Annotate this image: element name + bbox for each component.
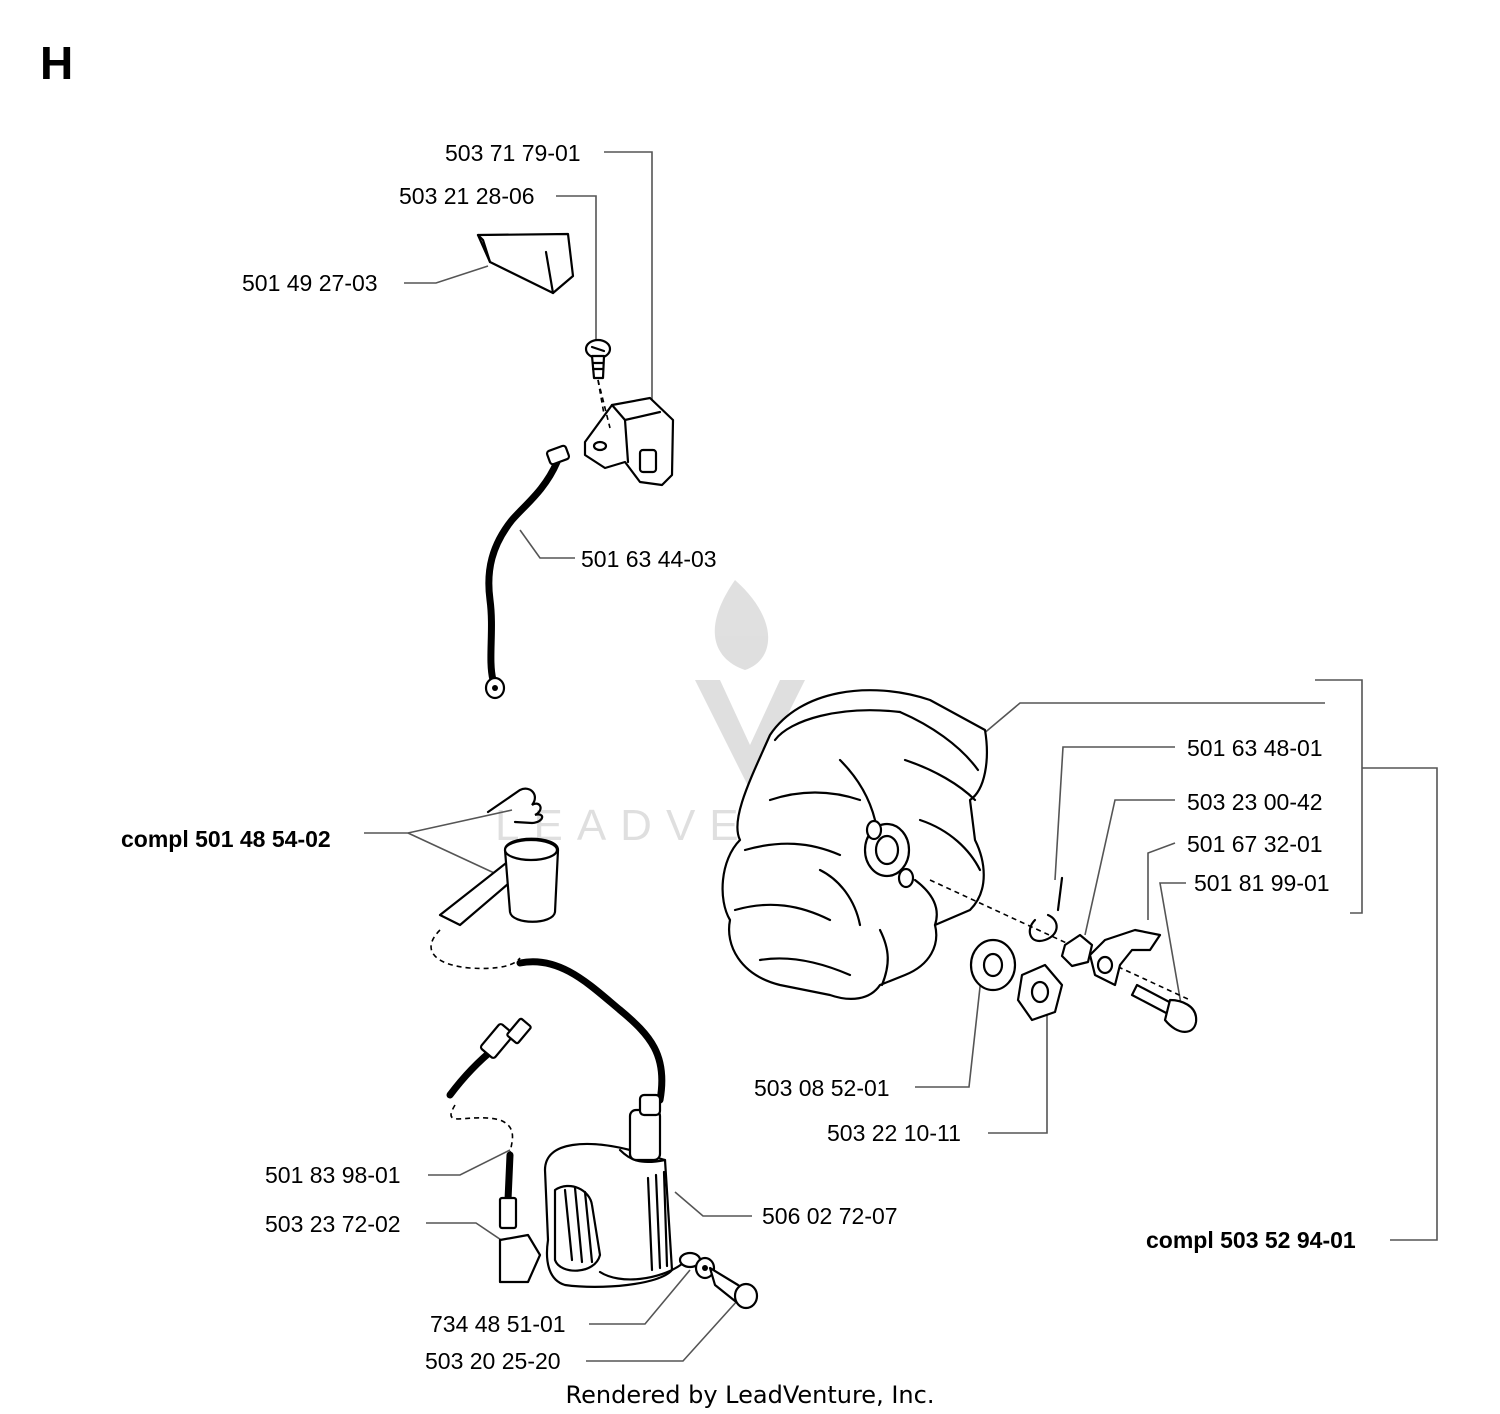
ignition-lead-part xyxy=(446,958,666,1284)
part-label-503-71-79-01[interactable]: 503 71 79-01 xyxy=(445,140,581,166)
part-label-501-49-27-03[interactable]: 501 49 27-03 xyxy=(242,270,378,296)
part-label-734-48-51-01[interactable]: 734 48 51-01 xyxy=(430,1311,566,1337)
cover-plate-part xyxy=(476,232,575,295)
flywheel-hardware xyxy=(929,876,1198,1033)
part-label-501-63-44-03[interactable]: 501 63 44-03 xyxy=(581,546,717,572)
part-label-503-08-52-01[interactable]: 503 08 52-01 xyxy=(754,1075,890,1101)
spark-plug-cap-part xyxy=(430,787,560,970)
part-label-501-81-99-01[interactable]: 501 81 99-01 xyxy=(1194,870,1330,896)
ignition-module-part xyxy=(543,1093,684,1288)
part-label-503-23-00-42[interactable]: 503 23 00-42 xyxy=(1187,789,1323,815)
flywheel-part xyxy=(721,689,988,1000)
part-label-compl-503-52-94-01[interactable]: compl 503 52 94-01 xyxy=(1146,1227,1356,1253)
footer-credit: Rendered by LeadVenture, Inc. xyxy=(565,1381,935,1409)
washer-and-screw-part xyxy=(678,1251,759,1310)
part-label-501-83-98-01[interactable]: 501 83 98-01 xyxy=(265,1162,401,1188)
part-label-506-02-72-07[interactable]: 506 02 72-07 xyxy=(762,1203,898,1229)
part-label-501-63-48-01[interactable]: 501 63 48-01 xyxy=(1187,735,1323,761)
part-label-503-23-72-02[interactable]: 503 23 72-02 xyxy=(265,1211,401,1237)
part-label-compl-501-48-54-02[interactable]: compl 501 48 54-02 xyxy=(121,826,331,852)
short-wire-part xyxy=(484,444,571,700)
part-label-503-22-10-11[interactable]: 503 22 10-11 xyxy=(827,1120,961,1146)
section-letter: H xyxy=(40,37,74,89)
switch-part xyxy=(583,396,675,487)
part-label-501-67-32-01[interactable]: 501 67 32-01 xyxy=(1187,831,1323,857)
screw-part xyxy=(584,338,612,421)
part-label-503-20-25-20[interactable]: 503 20 25-20 xyxy=(425,1348,561,1374)
leader-lines xyxy=(364,151,1438,1362)
part-label-503-21-28-06[interactable]: 503 21 28-06 xyxy=(399,183,535,209)
